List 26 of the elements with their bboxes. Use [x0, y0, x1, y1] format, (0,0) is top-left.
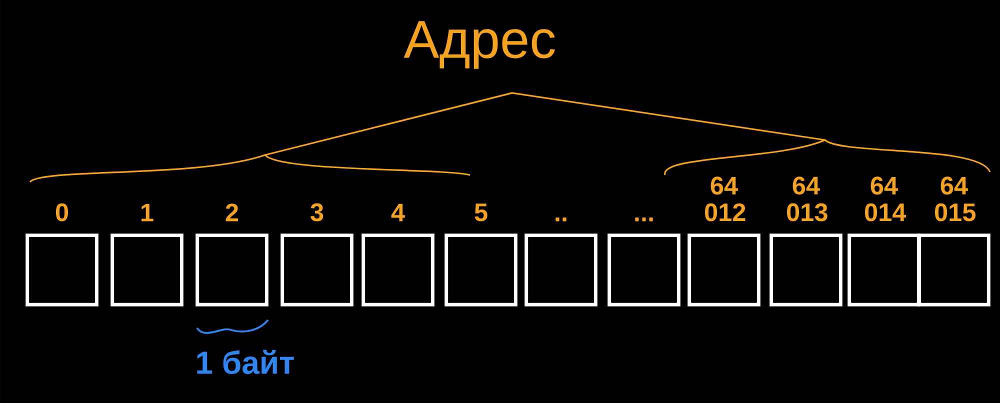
cell-label: ... [635, 218, 653, 222]
cell-label: 64 014 [865, 176, 906, 222]
size-label: 1 байт [197, 350, 294, 374]
cell-label: 4 [391, 204, 405, 222]
cell-label: 1 [142, 204, 154, 222]
cell-label: 5 [474, 204, 488, 222]
cell-label: 3 [310, 203, 324, 222]
cell-label: 2 [226, 204, 238, 222]
memory-cell [918, 234, 990, 306]
memory-cell [688, 234, 760, 306]
memory-cell [770, 234, 842, 306]
memory-cell [110, 234, 184, 306]
memory-cell [608, 234, 680, 306]
memory-cell [362, 234, 434, 306]
cell-label: 64 013 [787, 176, 828, 222]
memory-cell [848, 234, 920, 306]
cell-label: .. [556, 218, 566, 222]
memory-cell [444, 234, 518, 306]
cell-label: 0 [56, 203, 68, 222]
memory-cell [26, 234, 98, 306]
memory-cell [196, 234, 268, 306]
memory-cell [280, 234, 354, 306]
memory-cell [524, 234, 598, 306]
cell-label: 64 012 [705, 176, 746, 222]
cell-label: 64 015 [935, 176, 976, 222]
title: Адрес [404, 21, 555, 69]
